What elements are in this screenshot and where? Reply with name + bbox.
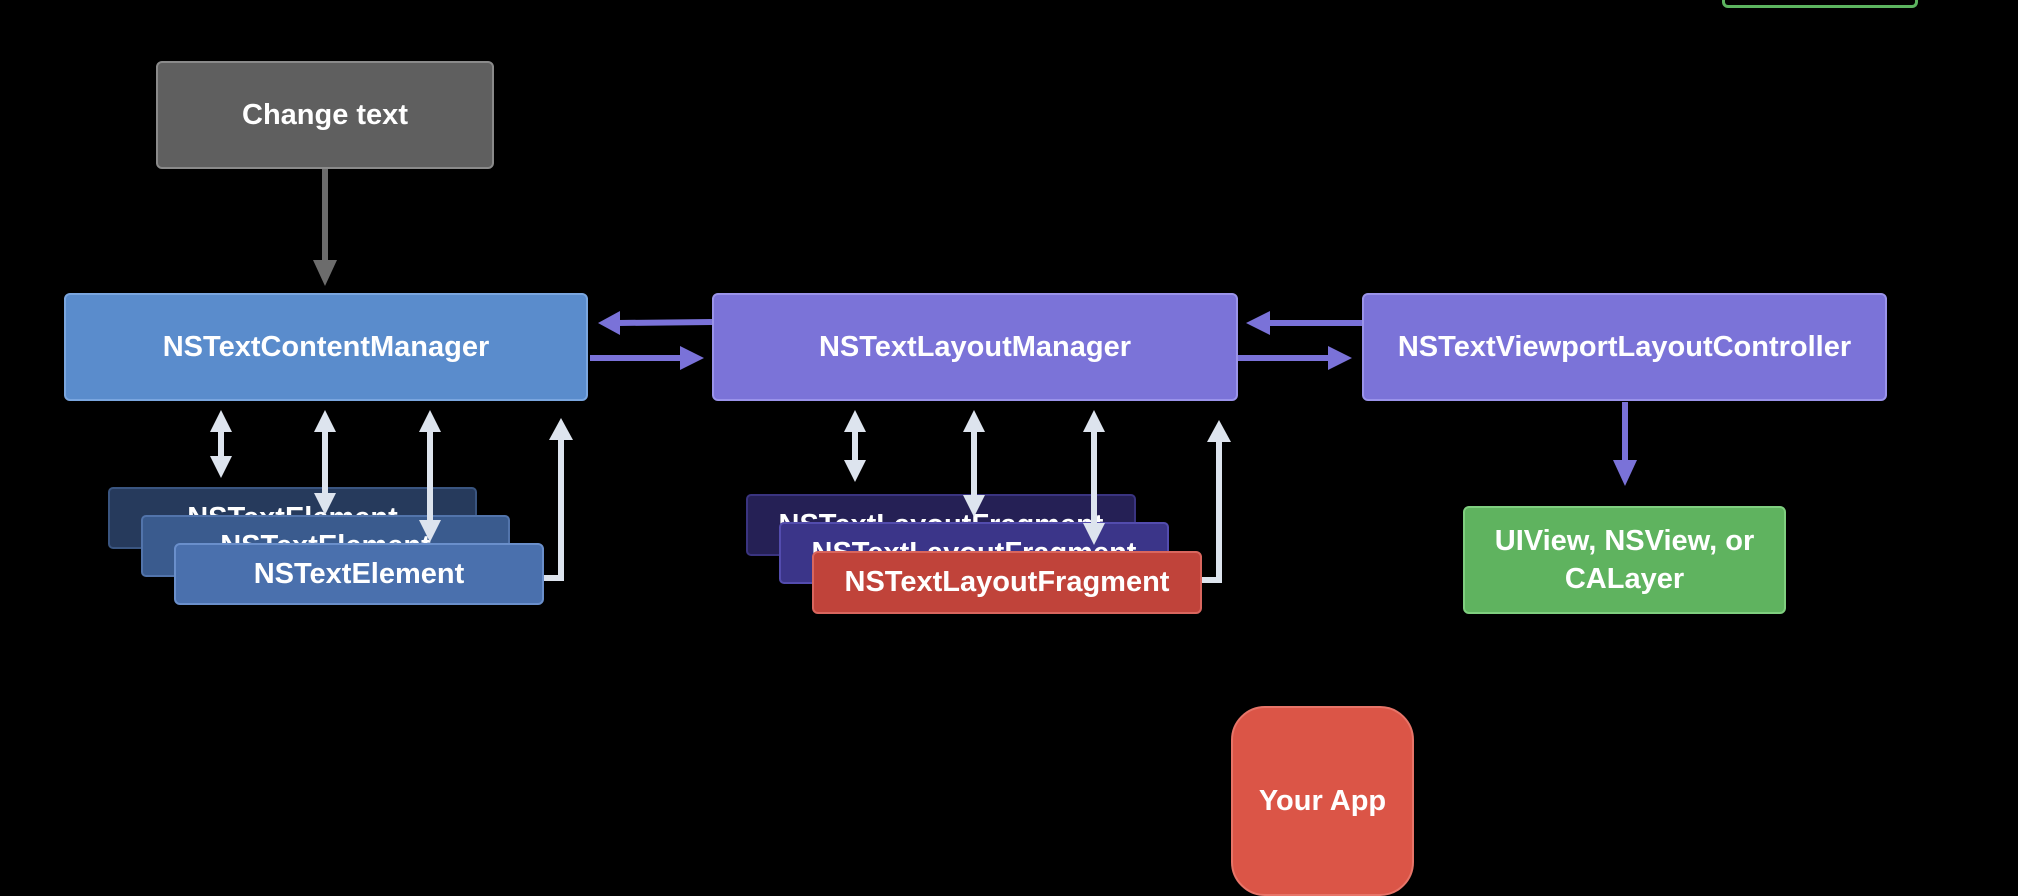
arrow-viewport-to-view <box>1613 402 1637 486</box>
layout-fragment-label: NSTextLayoutFragment <box>844 566 1170 598</box>
arrow-layout-to-content-manager <box>598 311 713 335</box>
arrow-content-manager-element-1 <box>210 410 232 478</box>
arrow-content-manager-element-2 <box>314 410 336 515</box>
diagram-connectors <box>313 169 1637 486</box>
change-text-box: Change text <box>156 61 494 169</box>
arrow-content-to-layout-manager <box>590 346 704 370</box>
offscreen-box-top-right <box>1722 0 1918 8</box>
content-manager-label: NSTextContentManager <box>162 330 490 363</box>
view-target-line1: UIView, NSView, or <box>1494 525 1755 557</box>
arrow-layout-to-viewport <box>1238 346 1352 370</box>
layout-fragment-card-front: NSTextLayoutFragment <box>812 551 1202 614</box>
arrow-viewport-to-layout-manager <box>1246 311 1362 335</box>
arrow-change-text-to-content-manager <box>313 169 337 286</box>
arrow-layout-manager-fragment-1 <box>844 410 866 482</box>
viewport-controller-box: NSTextViewportLayoutController <box>1362 293 1887 401</box>
layout-manager-label: NSTextLayoutManager <box>818 330 1132 363</box>
element-connectors <box>210 410 1231 583</box>
layout-manager-box: NSTextLayoutManager <box>712 293 1238 401</box>
viewport-controller-label: NSTextViewportLayoutController <box>1397 330 1852 363</box>
arrow-layout-manager-fragment-3 <box>1083 410 1105 545</box>
content-manager-box: NSTextContentManager <box>64 293 588 401</box>
view-target-box: UIView, NSView, or CALayer <box>1463 506 1786 614</box>
your-app-label: Your App <box>1258 784 1387 817</box>
text-element-card-front: NSTextElement <box>174 543 544 605</box>
view-target-line2: CALayer <box>1564 563 1685 595</box>
your-app-icon: Your App <box>1231 706 1414 896</box>
arrow-fragment-to-layout-manager <box>1202 420 1231 583</box>
change-text-label: Change text <box>242 98 408 131</box>
text-element-label: NSTextElement <box>253 557 465 590</box>
arrow-content-manager-element-3 <box>419 410 441 542</box>
arrow-element-to-content-manager <box>544 418 573 581</box>
arrow-layout-manager-fragment-2 <box>963 410 985 517</box>
